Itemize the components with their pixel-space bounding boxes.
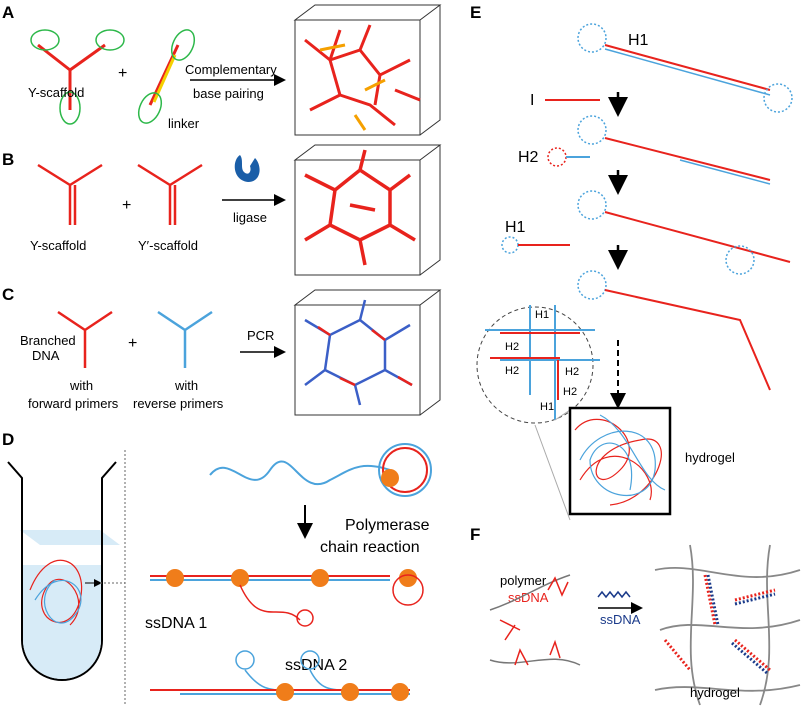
reverse-primers-label: reverse primers <box>133 396 224 411</box>
linker-label: linker <box>168 116 200 131</box>
pcr-label: PCR <box>247 328 274 343</box>
panel-label-b: B <box>2 150 14 169</box>
with-label-1: with <box>69 378 93 393</box>
panel-b: B Y-scaffold + Y′-scaffold ligase <box>2 144 442 276</box>
y-scaffold-a <box>30 29 125 125</box>
zoom-label-h2: H2 <box>505 341 519 353</box>
zoom-circle: H1 H2 H2 H2 H2 H1 <box>476 305 600 424</box>
initiator-label: I <box>530 92 534 109</box>
plus-c: + <box>128 335 137 352</box>
zoom-label-h2: H2 <box>505 365 519 377</box>
panel-e: E H1 I H2 H1 H1 H2 H2 H2 H2 <box>470 3 793 521</box>
panel-d: D Polymerase chain reaction ssDNA 1 ssDN… <box>2 430 432 705</box>
panel-label-c: C <box>2 285 14 304</box>
plus-a: + <box>118 65 127 82</box>
hydrogel-label-f: hydrogel <box>690 685 740 700</box>
panel-label-a: A <box>2 3 14 22</box>
panel-c: C Branched DNA + with forward primers wi… <box>2 285 442 416</box>
arrow-label-bottom-a: base pairing <box>193 86 264 101</box>
ssdna-wave-icon <box>597 590 631 599</box>
ligase-icon <box>234 155 260 182</box>
ssdna1-label: ssDNA 1 <box>145 615 207 632</box>
hydrogel-label-e: hydrogel <box>685 450 735 465</box>
panel-f: F polymer ssDNA ssDNA hydrogel <box>470 525 801 706</box>
y-scaffold-label-b: Y-scaffold <box>30 238 86 253</box>
cube-b <box>293 144 442 276</box>
ssdna-red-label: ssDNA <box>508 590 549 605</box>
panel-label-d: D <box>2 430 14 449</box>
h1-label-top: H1 <box>628 32 649 49</box>
arrow-label-top-a: Complementary <box>185 62 277 77</box>
zoom-label-h1-top: H1 <box>535 309 549 321</box>
cube-a <box>293 4 442 136</box>
test-tube <box>7 461 120 681</box>
with-label-2: with <box>174 378 198 393</box>
forward-primers-label: forward primers <box>28 396 119 411</box>
plus-b: + <box>122 197 131 214</box>
pcr-label-line2: chain reaction <box>320 539 420 556</box>
hydrogel-network-f <box>654 544 801 706</box>
y-prime-scaffold-label: Y′-scaffold <box>138 238 198 253</box>
dna-label: DNA <box>32 348 60 363</box>
ssdna-arrow-label: ssDNA <box>600 612 641 627</box>
y-scaffold-label-a: Y-scaffold <box>28 85 84 100</box>
polymer-label: polymer <box>500 573 547 588</box>
h1-label-mid: H1 <box>505 219 526 236</box>
hydrogel-box-e <box>568 406 672 516</box>
cube-c <box>293 289 442 416</box>
panel-label-e: E <box>470 3 481 22</box>
panel-label-f: F <box>470 525 480 544</box>
panel-a: A Y-scaffold + linker Complementary base… <box>2 3 442 136</box>
zoom-label-h2: H2 <box>563 386 577 398</box>
ligase-label: ligase <box>233 210 267 225</box>
h2-label: H2 <box>518 149 539 166</box>
linker-icon <box>137 29 196 124</box>
zoom-label-h1-bottom: H1 <box>540 401 554 413</box>
branched-label: Branched <box>20 333 76 348</box>
zoom-label-h2: H2 <box>565 366 579 378</box>
pcr-label-line1: Polymerase <box>345 517 430 534</box>
